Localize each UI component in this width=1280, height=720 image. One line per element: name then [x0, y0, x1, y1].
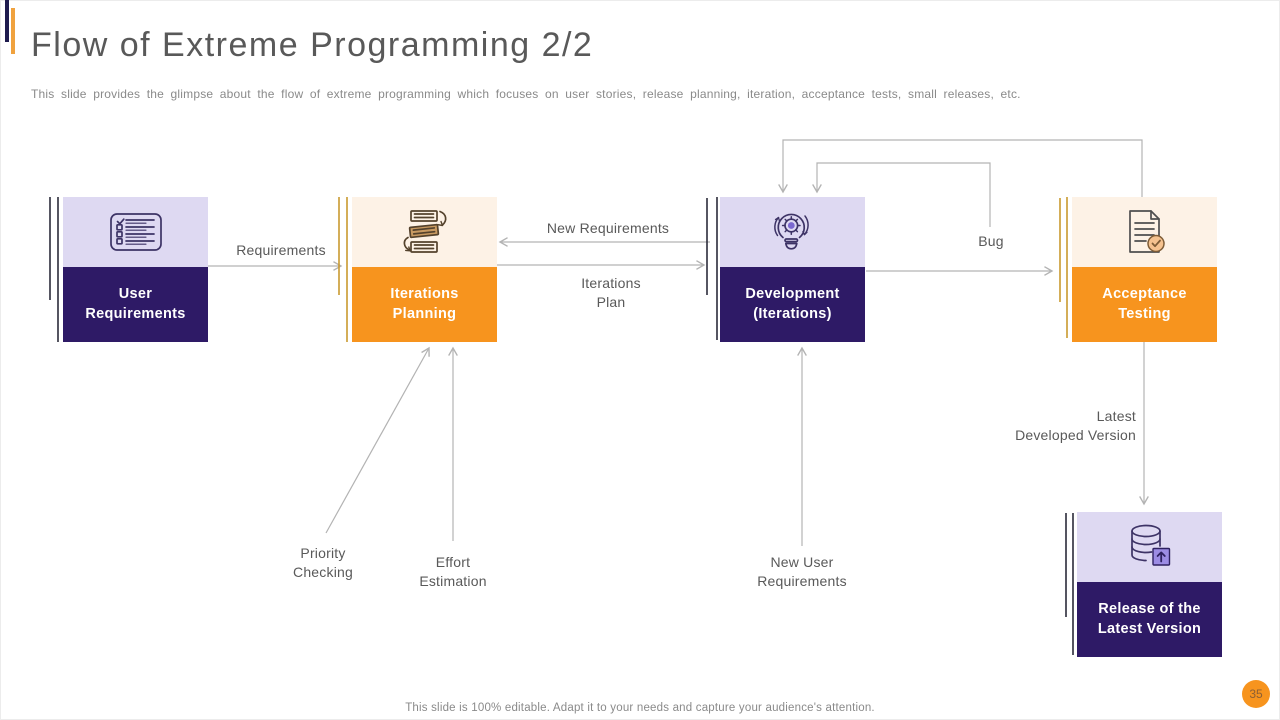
edge-bug-feedback-line	[812, 162, 991, 227]
edge-label-latest-developed-version: Latest Developed Version	[1015, 408, 1136, 443]
edge-label-new-user-requirements: New User Requirements	[757, 554, 847, 589]
node-label: Iterations Planning	[352, 267, 497, 342]
edge-label-bug: Bug	[978, 233, 1004, 249]
document-approved-icon	[1072, 197, 1217, 267]
edge-priority-checking-line	[325, 346, 430, 534]
idea-gear-process-icon	[720, 197, 865, 267]
checklist-icon	[63, 197, 208, 267]
flow-node-release-latest-version[interactable]: Release of the Latest Version	[1077, 512, 1222, 657]
node-label: User Requirements	[63, 267, 208, 342]
flow-node-development-iterations[interactable]: Development (Iterations)	[720, 197, 865, 342]
node-label: Acceptance Testing	[1072, 267, 1217, 342]
flow-node-acceptance-testing[interactable]: Acceptance Testing	[1072, 197, 1217, 342]
iteration-cards-icon	[352, 197, 497, 267]
flow-node-iterations-planning[interactable]: Iterations Planning	[352, 197, 497, 342]
footer-note: This slide is 100% editable. Adapt it to…	[405, 702, 875, 714]
page-number-badge: 35	[1242, 680, 1270, 708]
database-upload-icon	[1077, 512, 1222, 582]
page-number: 35	[1249, 687, 1263, 701]
edge-label-iterations-plan: Iterations Plan	[581, 275, 641, 310]
page-subtitle: This slide provides the glimpse about th…	[31, 87, 1021, 101]
title-accent-bar-orange	[11, 8, 15, 54]
node-label: Release of the Latest Version	[1077, 582, 1222, 657]
edge-label-new-requirements: New Requirements	[546, 220, 670, 236]
edge-label-priority-checking: Priority Checking	[293, 545, 353, 580]
flow-node-user-requirements[interactable]: User Requirements	[63, 197, 208, 342]
edge-acceptance-feedback-line	[778, 139, 1143, 197]
edge-label-requirements: Requirements	[236, 242, 326, 258]
node-label: Development (Iterations)	[720, 267, 865, 342]
edge-label-effort-estimation: Effort Estimation	[419, 554, 487, 589]
page-title: Flow of Extreme Programming 2/2	[31, 26, 594, 64]
title-accent-bar-navy	[5, 0, 9, 42]
